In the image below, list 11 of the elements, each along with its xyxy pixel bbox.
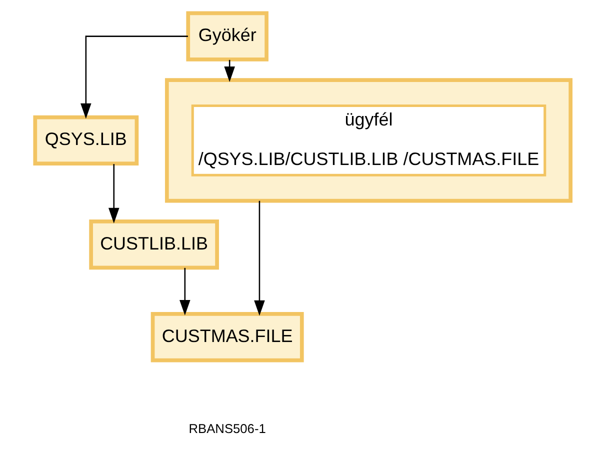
arrow xyxy=(80,36,188,119)
arrow xyxy=(179,268,190,316)
arrow xyxy=(254,200,264,316)
node-box: Gyökér xyxy=(186,11,268,62)
label: RBANS506-1 xyxy=(188,420,266,436)
node-box: CUSTLIB.LIB xyxy=(88,220,218,270)
arrow xyxy=(108,164,119,224)
node-box: ügyfél /QSYS.LIB/CUSTLIB.LIB /CUSTMAS.FILE xyxy=(190,104,546,176)
node-box: CUSTMAS.FILE xyxy=(150,312,304,362)
cluster xyxy=(164,78,572,203)
node-box: QSYS.LIB xyxy=(32,115,138,166)
